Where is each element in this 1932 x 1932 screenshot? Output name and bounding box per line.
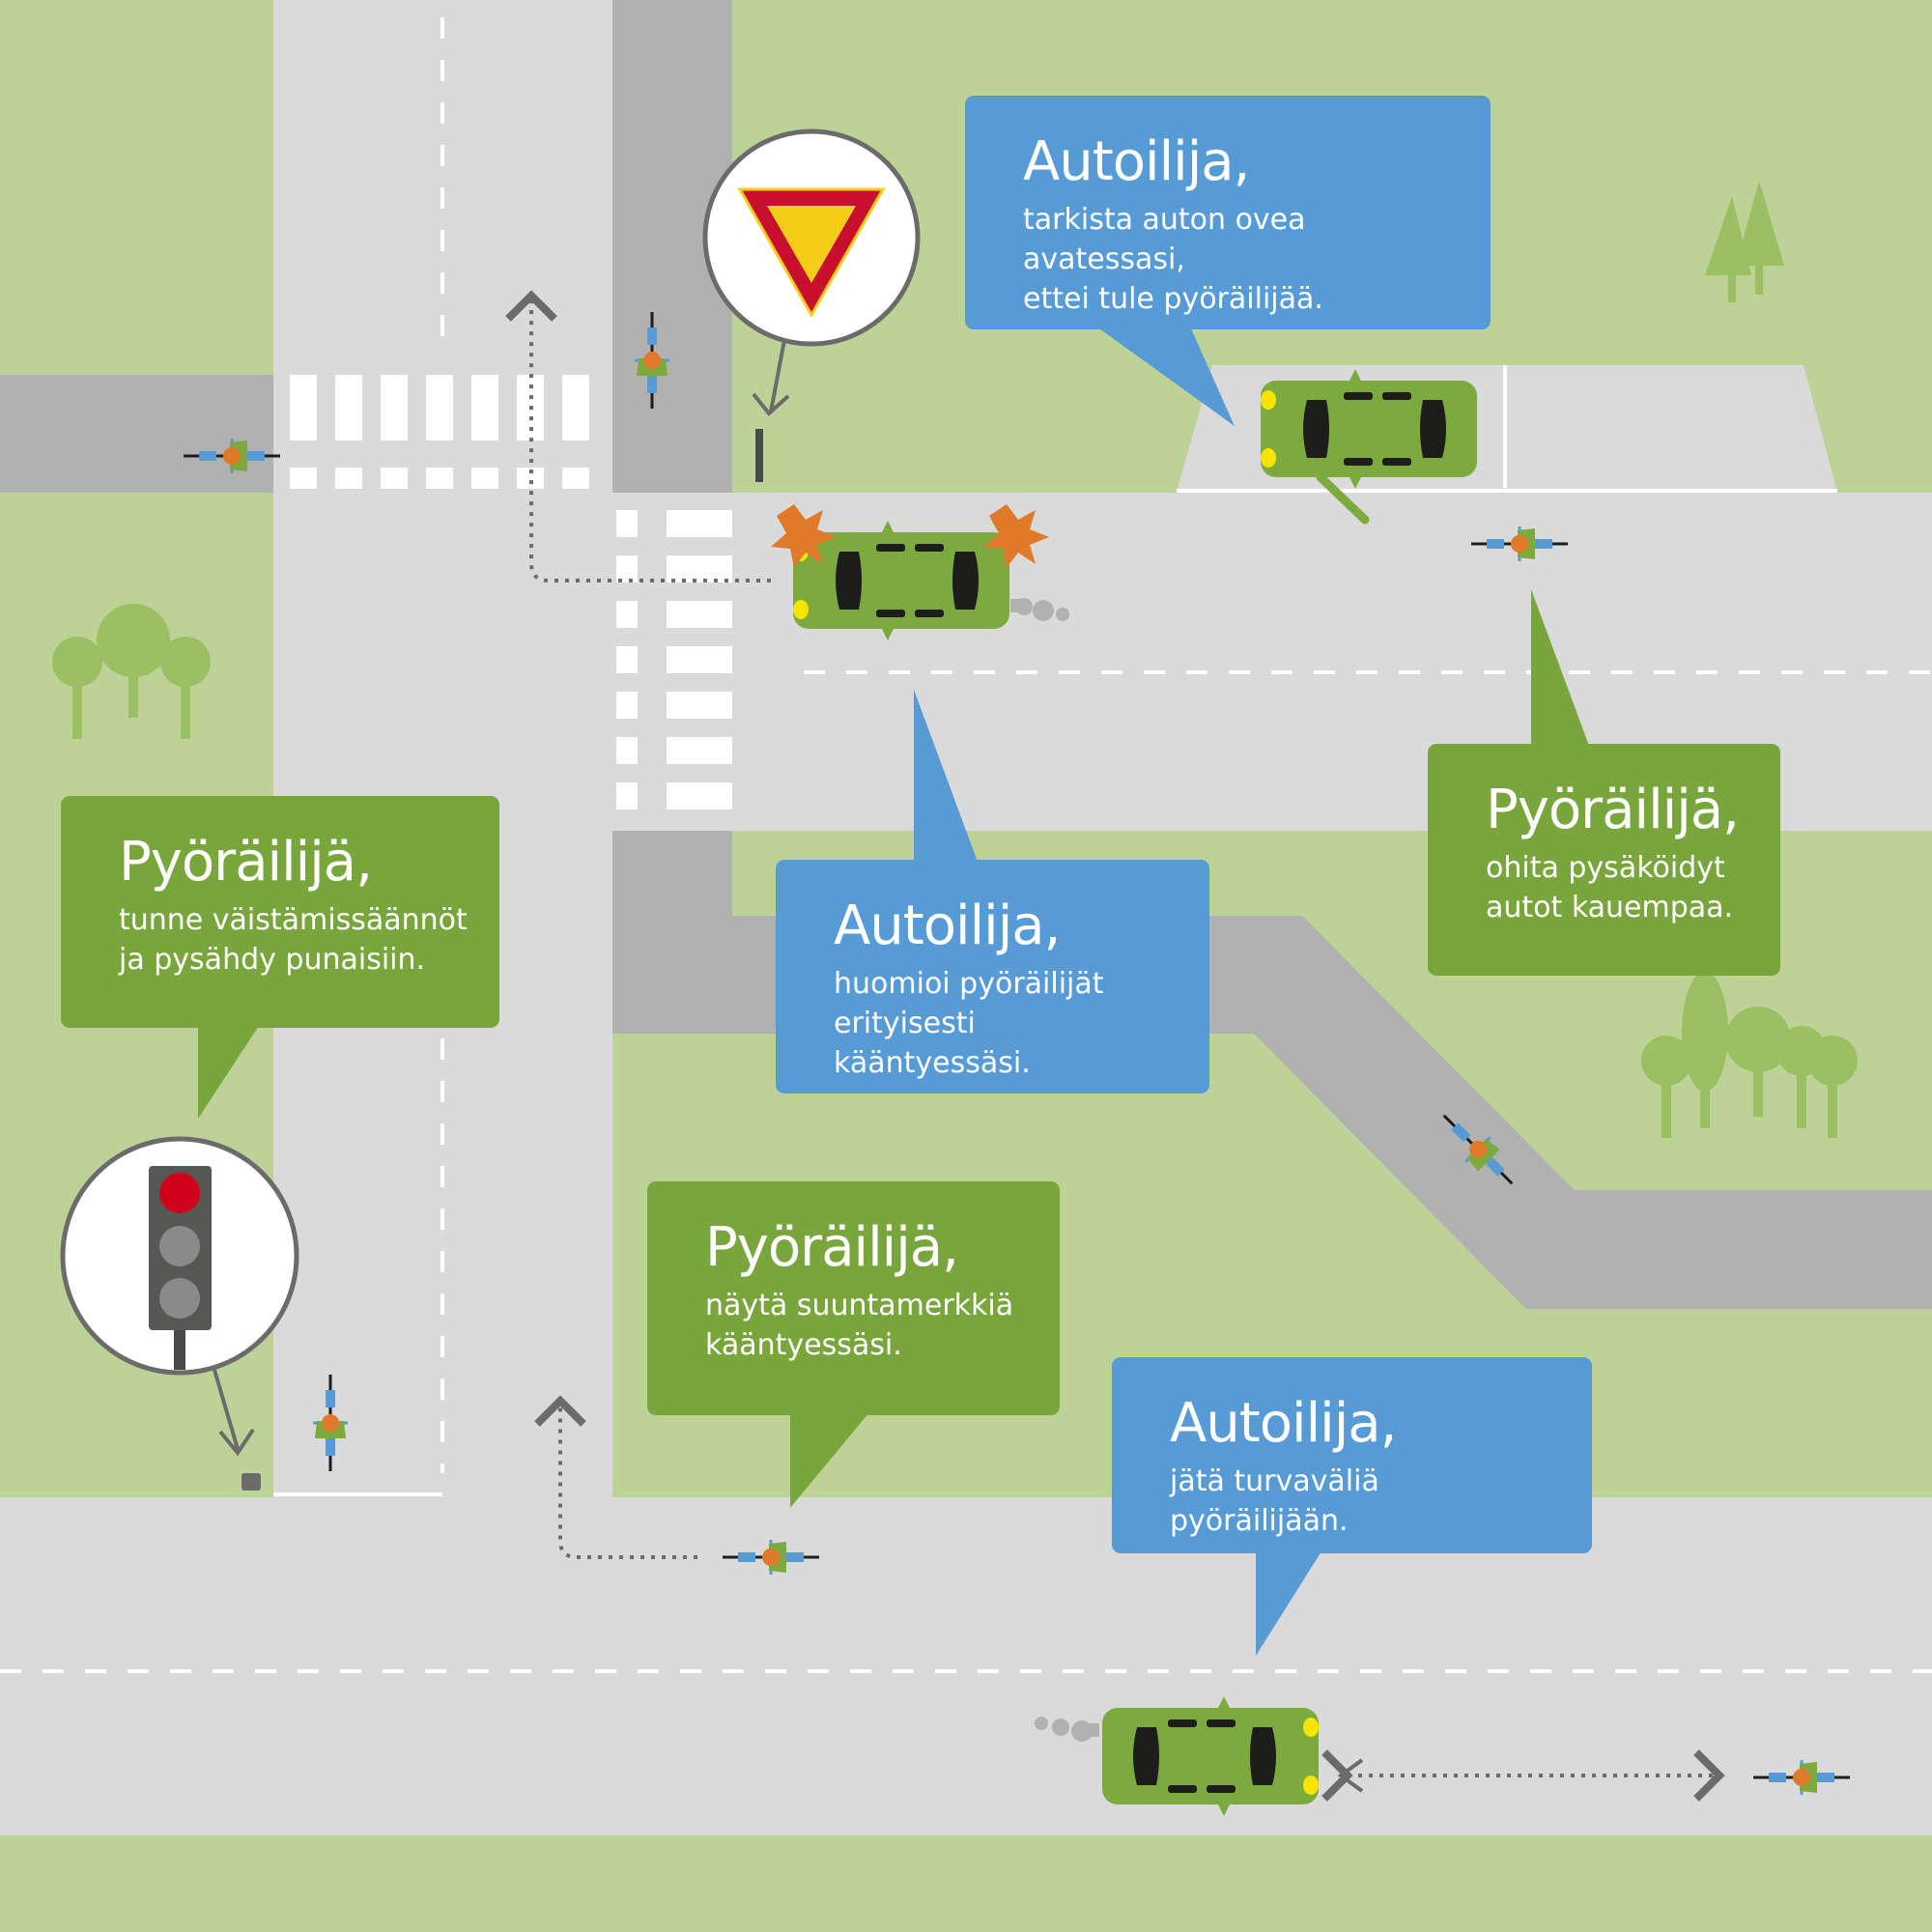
turn-arrow-top	[505, 290, 771, 582]
bubble-pass: Pyöräilijä, ohita pysäköidyt autot kauem…	[1428, 744, 1780, 976]
bubble-role: Pyöräilijä,	[705, 1216, 959, 1279]
crosswalk-top	[290, 375, 589, 489]
car-icon	[1102, 1696, 1319, 1816]
crosswalk-right	[616, 510, 732, 810]
bubble-tail-distance	[1256, 1551, 1321, 1656]
bubble-tail-door	[1096, 327, 1235, 426]
bubble-text: jätä turvaväliä pyöräilijään.	[1170, 1464, 1379, 1538]
bubble-turn-driver: Autoilija, huomioi pyöräilijät erityises…	[776, 860, 1209, 1094]
bubble-tail-rules	[198, 1026, 259, 1119]
tree-icon	[1705, 181, 1784, 302]
car-icon	[1261, 369, 1477, 489]
bubble-text: tarkista auton ovea avatessasi, ettei tu…	[1023, 203, 1323, 316]
bubble-role: Autoilija,	[834, 895, 1061, 957]
bubble-text: tunne väistämissäännöt ja pysähdy punais…	[119, 903, 468, 977]
lower-road-horizontal	[0, 1497, 1932, 1835]
bubble-text: näytä suuntamerkkiä kääntyessäsi.	[705, 1289, 1014, 1362]
bubble-distance: Autoilija, jätä turvaväliä pyöräilijään.	[1112, 1357, 1592, 1553]
traffic-light-post	[242, 1473, 261, 1491]
yield-sign-icon	[702, 128, 921, 347]
bubble-tail-pass	[1531, 589, 1589, 746]
left-bike-lane-horizontal	[0, 375, 273, 493]
exhaust	[1010, 598, 1069, 621]
bubble-role: Pyöräilijä,	[119, 831, 373, 894]
bubble-signal: Pyöräilijä, näytä suuntamerkkiä kääntyes…	[647, 1181, 1060, 1415]
tree-icon	[52, 604, 211, 739]
exhaust	[1035, 1717, 1099, 1742]
bubble-tail-signal	[790, 1412, 869, 1508]
bubble-tail-turn-driver	[914, 690, 978, 862]
bubble-role: Autoilija,	[1023, 130, 1250, 193]
traffic-light-icon	[60, 1136, 299, 1376]
bubble-role: Autoilija,	[1170, 1392, 1397, 1455]
bubble-door: Autoilija, tarkista auton ovea avatessas…	[965, 96, 1491, 329]
open-door	[1316, 472, 1370, 525]
bubble-text: huomioi pyöräilijät erityisesti kääntyes…	[834, 967, 1104, 1080]
tree-icon	[1641, 972, 1858, 1138]
bubble-rules: Pyöräilijä, tunne väistämissäännöt ja py…	[61, 796, 499, 1028]
bubble-role: Pyöräilijä,	[1486, 779, 1740, 841]
collision-burst	[771, 504, 1049, 568]
bubble-text: ohita pysäköidyt autot kauempaa.	[1486, 851, 1734, 924]
yield-sign-post	[755, 429, 763, 482]
